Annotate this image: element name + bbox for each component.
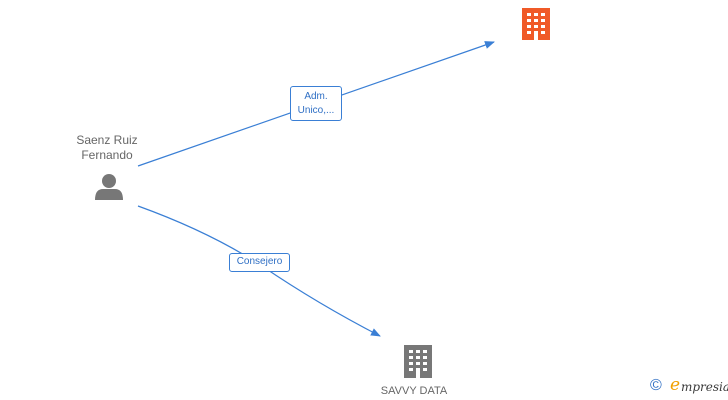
person-name[interactable]: Saenz Ruiz Fernando [62,133,152,163]
edge-label-line1: Adm. [304,91,328,102]
edge-label-consejero[interactable]: Consejero [229,253,290,272]
empresia-logo: © e mpresia [648,375,728,396]
brand-name: mpresia [681,380,728,394]
building-icon[interactable] [522,8,550,40]
person-name-line2: Fernando [81,148,133,162]
edge-label-adm-unico[interactable]: Adm. Unico,... [290,86,342,121]
person-icon[interactable] [95,174,123,200]
edge-label-text: Consejero [236,256,283,267]
edge-label-line2: Unico,... [297,105,335,116]
brand-initial: e [670,375,681,395]
copyright-icon: © [650,377,662,394]
building-icon[interactable] [404,345,432,378]
person-name-line1: Saenz Ruiz [76,133,138,147]
company-name-savvy-data[interactable]: SAVVY DATA [380,385,448,397]
